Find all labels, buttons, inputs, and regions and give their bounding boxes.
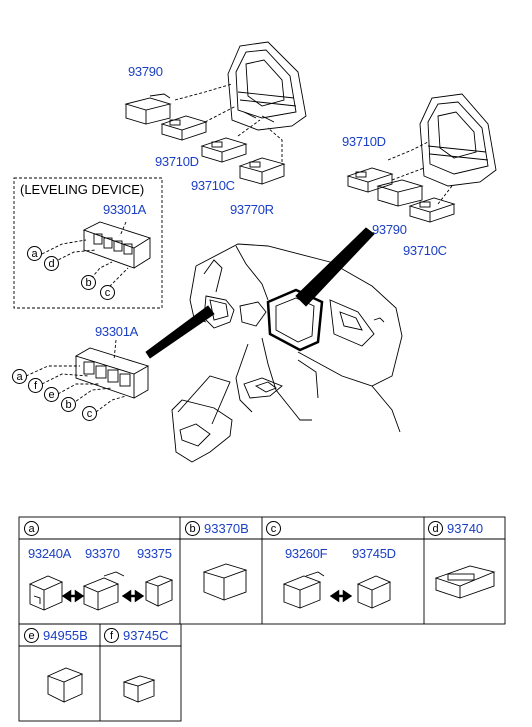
part-94955B-drawing (46, 667, 84, 703)
leveling-device-title: (LEVELING DEVICE) (20, 182, 145, 197)
interchange-arrows (61, 589, 353, 603)
table-part-93370B: 93370B (204, 521, 249, 537)
callout-d-leveling: d (44, 256, 59, 271)
leader-lines-right (387, 141, 453, 205)
label-93790-top: 93790 (128, 64, 163, 79)
head-unit-right (419, 93, 497, 187)
label-93770R: 93770R (230, 202, 274, 217)
switch-93790-top (124, 93, 172, 125)
table-letter-a: a (24, 521, 39, 537)
leader-lines-main (25, 339, 127, 413)
callout-e-main: e (44, 387, 59, 402)
label-93790-right: 93790 (372, 222, 407, 237)
part-93745C-drawing (122, 675, 156, 703)
table-part-93240A: 93240A (28, 546, 72, 561)
pointer-wedge-right (295, 227, 375, 307)
table-part-93745C: 93745C (123, 628, 169, 644)
table-letter-f: f (104, 628, 119, 644)
head-unit-top (227, 41, 307, 131)
table-part-93375: 93375 (137, 546, 172, 561)
table-letter-c: c (266, 521, 281, 537)
callout-a-main: a (12, 369, 27, 384)
label-93710C-right: 93710C (403, 243, 447, 258)
part-93260F-drawing (282, 571, 325, 609)
callout-f-main: f (28, 378, 43, 393)
label-93301A-leveling: 93301A (103, 202, 147, 217)
leader-lines-top (174, 83, 283, 162)
pointer-wedge-left (145, 305, 215, 359)
label-93710D-right: 93710D (342, 134, 386, 149)
table-header-a: a (24, 520, 43, 537)
switch-93790-right (376, 179, 424, 207)
switch-93770R (238, 157, 286, 185)
table-part-93745D: 93745D (352, 546, 396, 561)
switch-93710D-top (160, 115, 208, 141)
callout-c-main: c (82, 406, 97, 421)
part-93370-drawing (82, 571, 125, 611)
callout-c-leveling: c (100, 285, 115, 300)
part-93240A-drawing (28, 575, 64, 611)
part-93370B-drawing (202, 563, 248, 601)
switch-93710C-right (408, 197, 456, 223)
label-93301A-main: 93301A (95, 324, 139, 339)
leveling-device-box (13, 177, 163, 309)
label-93710D-top: 93710D (155, 154, 199, 169)
part-93745D-drawing (356, 575, 392, 609)
parts-table-grid (18, 516, 506, 722)
table-part-94955B: 94955B (43, 628, 88, 644)
table-letter-d: d (428, 521, 443, 537)
table-part-93740: 93740 (447, 521, 484, 537)
label-93710C-top: 93710C (191, 178, 235, 193)
part-93375-drawing (144, 575, 174, 607)
switch-panel-leveling (82, 221, 152, 269)
part-93740-drawing (434, 565, 496, 599)
table-letter-b: b (185, 521, 200, 537)
callout-a-leveling: a (27, 246, 42, 261)
table-header-c: c (266, 520, 285, 537)
dashboard-outline (171, 243, 403, 463)
table-part-93260F: 93260F (285, 546, 328, 561)
switch-93710D-right (346, 167, 394, 193)
callout-b-main: b (61, 397, 76, 412)
table-part-93370: 93370 (85, 546, 120, 561)
switch-panel-main (74, 347, 150, 399)
switch-93710C-top (200, 137, 248, 163)
table-letter-e: e (24, 628, 39, 644)
callout-b-leveling: b (81, 275, 96, 290)
